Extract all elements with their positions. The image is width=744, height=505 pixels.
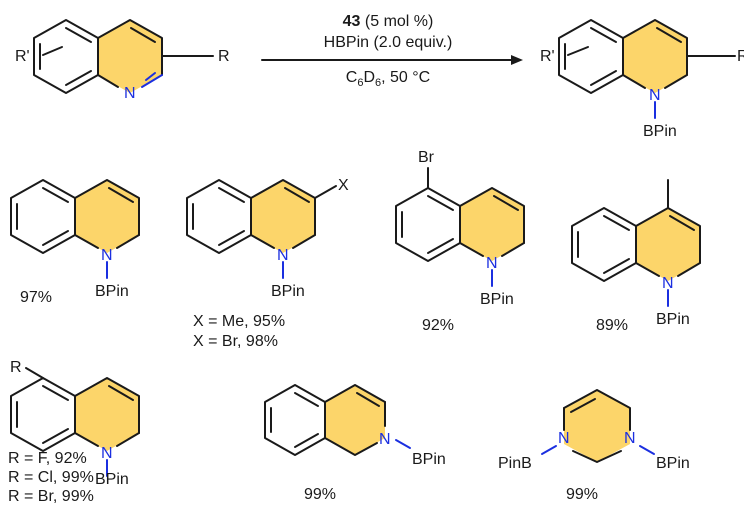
p2-yield-me: X = Me, 95% — [193, 313, 285, 330]
product-r-label: R — [737, 48, 744, 65]
reactant-quinoline: R' R N — [15, 19, 230, 102]
p5-bpin-label: BPin — [95, 471, 129, 488]
product-dihydroquinoline: R' R N BPin — [540, 19, 744, 140]
product-3: Br N BPin 92% — [395, 149, 525, 334]
reactant-r-label: R — [218, 48, 230, 65]
p1-nitrogen-label: N — [101, 247, 113, 264]
p2-nitrogen-label: N — [277, 247, 289, 264]
p5-yield-br: R = Br, 99% — [8, 488, 94, 505]
catalyst-loading: (5 mol %) — [365, 13, 433, 30]
product-5: R N BPin R = F, 92% R = Cl, 99% R = Br, … — [8, 359, 140, 505]
reaction-arrow — [261, 55, 523, 65]
p3-yield: 92% — [422, 317, 454, 334]
p4-bpin-label: BPin — [656, 311, 690, 328]
reactant-pyridine-ring-fill — [98, 20, 162, 93]
product-bpin-label: BPin — [643, 123, 677, 140]
product-4: N BPin 89% — [571, 179, 701, 334]
solvent-temperature-conditions: C6D6, 50 °C — [346, 69, 430, 89]
p7-nitrogen-right-label: N — [624, 430, 636, 447]
p2-yield-br: X = Br, 98% — [193, 333, 278, 350]
product-nitrogen-label: N — [649, 87, 661, 104]
p5-substituent-label: R — [10, 359, 22, 376]
product-7: N N PinB BPin 99% — [498, 389, 690, 503]
product-2: X N BPin X = Me, 95% X = Br, 98% — [186, 177, 349, 350]
p6-nitrogen-label: N — [379, 431, 391, 448]
p7-yield: 99% — [566, 486, 598, 503]
p3-nitrogen-label: N — [486, 255, 498, 272]
reagent-conditions: HBPin (2.0 equiv.) — [324, 34, 453, 51]
product-6: N BPin 99% — [264, 384, 446, 503]
p1-bpin-label: BPin — [95, 283, 129, 300]
p5-yield-cl: R = Cl, 99% — [8, 469, 94, 486]
p5-yield-f: R = F, 92% — [8, 450, 87, 467]
p5-nitrogen-label: N — [101, 445, 113, 462]
p1-yield: 97% — [20, 289, 52, 306]
p7-bpin-label: BPin — [656, 455, 690, 472]
p4-nitrogen-label: N — [662, 275, 674, 292]
catalyst-conditions: 43 (5 mol %) — [343, 13, 434, 30]
p2-bpin-label: BPin — [271, 283, 305, 300]
catalyst-number: 43 — [343, 13, 361, 30]
reactant-r-prime-label: R' — [15, 48, 30, 65]
p7-pinb-label: PinB — [498, 455, 532, 472]
p3-bpin-label: BPin — [480, 291, 514, 308]
p4-yield: 89% — [596, 317, 628, 334]
product-1: N BPin 97% — [10, 179, 140, 306]
p3-bromo-label: Br — [418, 149, 435, 166]
product-r-prime-label: R' — [540, 48, 555, 65]
p6-yield: 99% — [304, 486, 336, 503]
reactant-nitrogen-label: N — [124, 85, 136, 102]
p7-nitrogen-left-label: N — [558, 430, 570, 447]
p6-bpin-label: BPin — [412, 451, 446, 468]
p2-substituent-label: X — [338, 177, 349, 194]
